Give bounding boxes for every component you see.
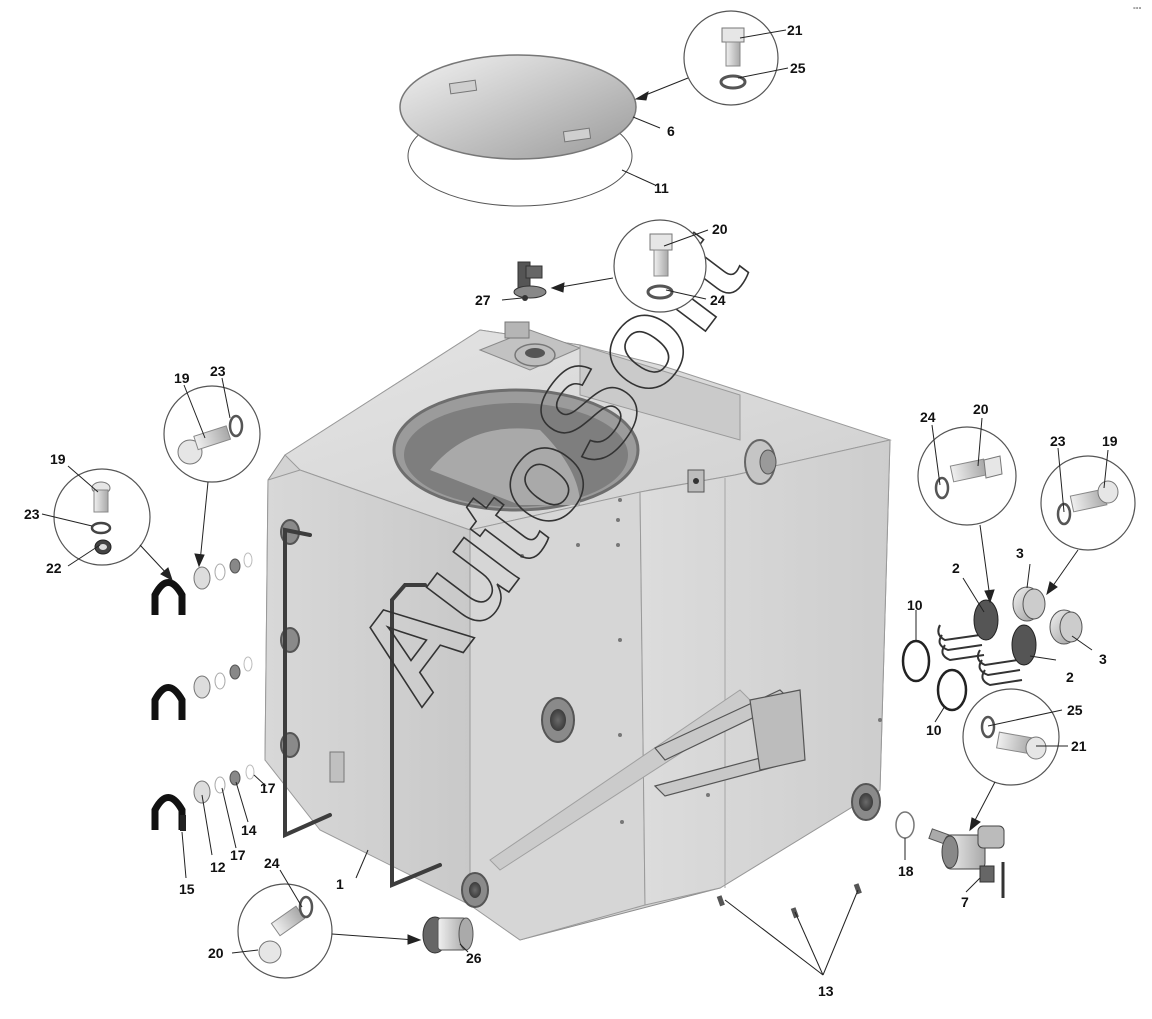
callout-10-upper: 10 xyxy=(907,597,923,613)
callout-24-top: 24 xyxy=(710,292,726,308)
callout-20-top: 20 xyxy=(712,221,728,237)
filler-neck xyxy=(504,321,556,367)
callout-22: 22 xyxy=(46,560,62,576)
o-ring-10-lower xyxy=(936,668,968,712)
o-ring-10-upper xyxy=(901,639,931,683)
drain-fitting xyxy=(422,916,474,954)
callout-2-lower: 2 xyxy=(1066,669,1074,685)
callout-20-bottom: 20 xyxy=(208,945,224,961)
tank-handles xyxy=(283,527,442,888)
callout-27: 27 xyxy=(475,292,491,308)
callout-6: 6 xyxy=(667,123,675,139)
tank-right-face xyxy=(639,439,891,906)
callout-3-upper: 3 xyxy=(1016,545,1024,561)
callout-1: 1 xyxy=(336,876,344,892)
washer-set-middle xyxy=(193,656,253,699)
callout-23-right: 23 xyxy=(1050,433,1066,449)
sight-gauge xyxy=(687,469,705,493)
corner-mark: °°° xyxy=(1133,6,1142,14)
detail-bolt-24-20-right xyxy=(917,426,1017,526)
callout-10-lower: 10 xyxy=(926,722,942,738)
callout-14: 14 xyxy=(241,822,257,838)
callout-numbers: 1 2 2 3 3 6 7 10 10 11 12 13 14 15 17 17… xyxy=(24,22,1118,999)
callout-7: 7 xyxy=(961,894,969,910)
tank-studs xyxy=(520,498,882,824)
callout-23-left: 23 xyxy=(24,506,40,522)
callout-21-right: 21 xyxy=(1071,738,1087,754)
cap-3-upper xyxy=(1012,586,1046,622)
callout-19-left-upper: 19 xyxy=(174,370,190,386)
manhole-lid xyxy=(399,54,637,207)
callout-20-right: 20 xyxy=(973,401,989,417)
callout-12: 12 xyxy=(210,859,226,875)
drain-valve xyxy=(928,825,1005,898)
callout-19-left: 19 xyxy=(50,451,66,467)
callout-25-top: 25 xyxy=(790,60,806,76)
callout-24-right: 24 xyxy=(920,409,936,425)
callout-17-right: 17 xyxy=(260,780,276,796)
clamp-upper xyxy=(151,579,186,615)
callout-13: 13 xyxy=(818,983,834,999)
callout-2-upper: 2 xyxy=(952,560,960,576)
heater-element-lower xyxy=(976,624,1037,687)
callout-26: 26 xyxy=(466,950,482,966)
callout-18: 18 xyxy=(898,863,914,879)
mounting-brackets xyxy=(653,689,806,797)
heater-element-upper xyxy=(937,599,999,662)
callout-3-lower: 3 xyxy=(1099,651,1107,667)
washer-set-upper xyxy=(193,552,253,590)
callout-15: 15 xyxy=(179,881,195,897)
detail-bolt-23-19-right xyxy=(1040,455,1136,551)
cap-3-lower xyxy=(1049,609,1083,645)
vent-fitting-top-right xyxy=(744,439,777,485)
callout-25-right: 25 xyxy=(1067,702,1083,718)
tank-ports xyxy=(280,439,881,908)
callout-19-right: 19 xyxy=(1102,433,1118,449)
port-bottom-left xyxy=(461,872,489,908)
breather-valve xyxy=(513,261,547,301)
port-front xyxy=(541,697,575,743)
detail-bolt-19-23-left-upper xyxy=(163,385,261,483)
callout-21-top: 21 xyxy=(787,22,803,38)
side-plate xyxy=(329,751,345,783)
callout-11: 11 xyxy=(654,180,669,196)
detail-bolt-25-21-right-lower xyxy=(962,688,1060,786)
detail-bolt-20-24-top xyxy=(613,219,707,313)
detail-bolt-19-23-22-left xyxy=(53,468,151,566)
port-right-low xyxy=(851,783,881,821)
clamp-middle xyxy=(151,684,186,720)
clamp-lower xyxy=(151,794,186,831)
callout-23-left-upper: 23 xyxy=(210,363,226,379)
callout-17-left: 17 xyxy=(230,847,246,863)
callout-24-bottom: 24 xyxy=(264,855,280,871)
bolts-13 xyxy=(716,883,862,919)
leader-lines xyxy=(41,29,1109,976)
detail-bolt-24-20-bottom-left xyxy=(237,883,333,979)
manhole-opening xyxy=(392,388,640,512)
washer-set-lower xyxy=(193,764,255,804)
detail-bolt-21-25-top xyxy=(683,10,779,106)
o-ring-18 xyxy=(895,811,915,839)
